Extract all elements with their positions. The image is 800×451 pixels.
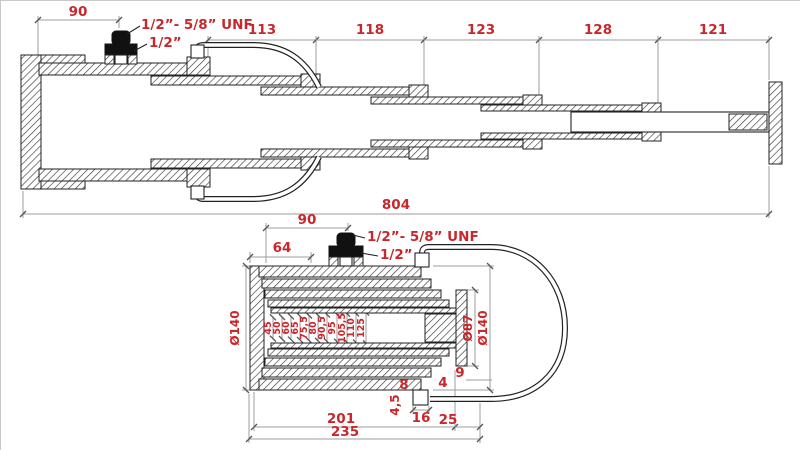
stage1-top-wall xyxy=(150,75,320,86)
hose-elbow-top xyxy=(190,44,205,59)
r-dim-d95: 95 xyxy=(327,321,338,334)
r-dim-d45: 45 xyxy=(263,321,274,334)
r-label-port-size: 1/2” xyxy=(380,247,413,263)
dim-stage-5: 121 xyxy=(699,22,727,38)
stage3-bottom-wall xyxy=(370,139,542,148)
retracted-view: 90 64 1/2”- 5/8” UNF 1/2” Ø140 45 50 60 … xyxy=(228,212,569,443)
stage1-bottom-wall xyxy=(150,158,320,169)
dim-port-position: 90 xyxy=(69,4,88,20)
r-label-thread-spec: 1/2”- 5/8” UNF xyxy=(367,229,479,245)
r-port-hex-icon xyxy=(328,245,364,258)
r-port-nut-right xyxy=(353,256,364,267)
dim-stage-3: 123 xyxy=(467,22,495,38)
r-stage2-top-wall xyxy=(264,289,442,299)
barrel-bottom-wall xyxy=(38,168,210,182)
port-nut-right xyxy=(127,54,138,65)
stage3-top-wall xyxy=(370,96,542,105)
r-dim-port-position: 90 xyxy=(298,212,317,228)
port-nut-left xyxy=(104,54,115,65)
r-stage4-bottom-wall xyxy=(270,342,457,349)
retracted-end-cap xyxy=(249,265,265,391)
r-dim-outer-diameter-left: Ø140 xyxy=(228,310,242,345)
label-port-size: 1/2” xyxy=(149,35,182,51)
r-dim-outer-diameter-right: Ø140 xyxy=(476,310,490,345)
r-dim-d50: 50 xyxy=(272,321,283,335)
r-dim-wall-thickness: 8 xyxy=(399,377,408,393)
r-dim-d75: 75,5 xyxy=(299,316,310,339)
r-dim-d80: 80 xyxy=(308,321,319,335)
dim-overall-length: 804 xyxy=(382,197,410,213)
dim-stage-2: 118 xyxy=(356,22,384,38)
r-dim-step-small: 4 xyxy=(438,375,447,391)
extended-cylinder-body xyxy=(20,54,783,190)
barrel-top-wall xyxy=(38,62,210,76)
stage3-top-collar xyxy=(522,94,543,107)
extended-view: 90 113 118 123 128 121 804 1/2”- 5/8” UN… xyxy=(19,4,783,218)
plunger-end-plug xyxy=(728,113,768,131)
stage2-bottom-wall xyxy=(260,148,428,158)
r-dim-d105: 105,5 xyxy=(337,313,348,343)
barrel-top-collar xyxy=(186,56,211,76)
rod-end-flange xyxy=(768,81,783,165)
r-port-stud xyxy=(339,256,353,267)
r-dim-step-large: 9 xyxy=(455,365,464,381)
r-hose-elbow-bottom xyxy=(412,389,429,406)
r-barrel-bottom-wall xyxy=(258,378,422,391)
r-hose-elbow-top xyxy=(414,252,430,268)
retracted-cylinder-body xyxy=(249,265,468,391)
dim-stage-1: 113 xyxy=(248,22,276,38)
dim-stage-4: 128 xyxy=(584,22,612,38)
stage4-bottom-wall xyxy=(480,132,661,140)
extended-dimension-lines xyxy=(19,16,773,218)
stage2-top-wall xyxy=(260,86,428,96)
r-dim-d110: 110 xyxy=(346,318,357,338)
port-hex-icon xyxy=(104,43,138,56)
port-plug-icon xyxy=(111,30,131,46)
extended-port-fitting xyxy=(104,25,148,65)
r-dim-hose-clearance: 4,5 xyxy=(388,394,402,415)
hose-elbow-bottom xyxy=(190,185,205,200)
r-dim-hose-offset: 25 xyxy=(439,412,458,428)
port-stud xyxy=(114,54,128,65)
r-plunger-plug xyxy=(424,313,457,343)
r-dim-d125: 125 xyxy=(356,318,367,338)
barrel-bottom-collar xyxy=(186,168,211,188)
r-dim-elbow-width: 16 xyxy=(412,410,431,426)
r-stage4-top-wall xyxy=(270,307,457,314)
r-dim-d90: 90,5 xyxy=(317,316,328,339)
r-dim-d65: 65 xyxy=(290,321,301,334)
extended-hydraulic-hoses xyxy=(190,42,322,202)
r-stage1-top-wall xyxy=(261,278,432,289)
r-stage3-top-wall xyxy=(267,299,450,308)
r-dim-total-length: 235 xyxy=(331,424,359,440)
r-dim-body-length: 201 xyxy=(327,411,355,427)
retracted-hydraulic-hose xyxy=(412,244,569,406)
stage2-bottom-collar xyxy=(408,146,429,160)
r-stage1-bottom-wall xyxy=(261,367,432,378)
retracted-port-fitting xyxy=(328,232,379,267)
r-barrel-top-wall xyxy=(258,265,422,278)
stage2-top-collar xyxy=(408,84,429,98)
stage4-top-wall xyxy=(480,104,661,112)
r-port-nut-left xyxy=(328,256,339,267)
r-dim-d60: 60 xyxy=(281,321,292,335)
barrel-end-cap xyxy=(20,54,42,190)
r-dim-rod-diameter: Ø87 xyxy=(461,315,475,342)
stage3-bottom-collar xyxy=(522,137,543,150)
r-port-plug-icon xyxy=(336,232,356,248)
stage-diameter-lines xyxy=(269,309,370,347)
r-stage2-bottom-wall xyxy=(264,357,442,367)
label-thread-spec: 1/2”- 5/8” UNF xyxy=(141,17,253,33)
r-stage3-bottom-wall xyxy=(267,348,450,357)
r-dim-gland-length: 64 xyxy=(273,240,292,256)
